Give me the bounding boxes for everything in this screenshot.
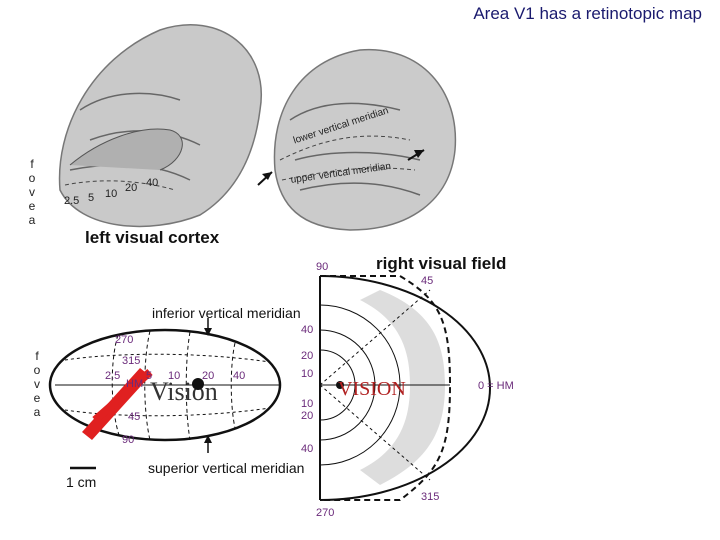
visual-field-diagram: VISION	[319, 275, 491, 501]
field-ecc-lower-40: 40	[301, 443, 314, 455]
field-ecc-upper-20: 20	[301, 350, 314, 362]
cortex-angle-315: 315	[122, 355, 141, 367]
cortex-angle-90: 90	[122, 434, 135, 446]
cortex-angle-hm: HM	[126, 378, 144, 390]
inferior-meridian-label: inferior vertical meridian	[152, 305, 301, 321]
cortex-ecc-40: 40	[233, 370, 246, 382]
brain-ecc-10: 10	[105, 188, 118, 200]
superior-meridian-label: superior vertical meridian	[148, 460, 305, 476]
scale-bar-label: 1 cm	[66, 474, 97, 490]
field-vision-word: VISION	[338, 378, 406, 400]
cortex-ecc-5: 5	[146, 370, 153, 382]
brain-ecc-5: 5	[88, 192, 95, 204]
field-angle-45: 45	[421, 275, 434, 287]
cortex-vision-word: Vision	[150, 377, 218, 406]
field-angle-315: 315	[421, 491, 440, 503]
slide-title: Area V1 has a retinotopic map	[473, 4, 702, 23]
field-ecc-lower-20: 20	[301, 410, 314, 422]
cortex-angle-45: 45	[128, 411, 141, 423]
field-angle-90: 90	[316, 261, 329, 273]
cortex-ecc-10: 10	[168, 370, 181, 382]
cortex-angle-270: 270	[115, 334, 134, 346]
field-ecc-upper-40: 40	[301, 324, 314, 336]
brain-ecc-2-5: 2.5	[64, 195, 80, 207]
brain-photo-right	[257, 48, 457, 231]
field-ecc-upper-10: 10	[301, 368, 314, 380]
brain-photo-left	[58, 24, 262, 228]
cortex-ecc-2-5: 2.5	[105, 370, 121, 382]
left-cortex-label: left visual cortex	[85, 228, 220, 247]
brain-ecc-20: 20	[125, 182, 138, 194]
cortex-ecc-20: 20	[202, 370, 215, 382]
cortex-map: Vision	[48, 318, 282, 453]
brain-ecc-40: 40	[146, 177, 159, 189]
field-angle-hm: 0 = HM	[478, 380, 514, 392]
right-field-label: right visual field	[376, 254, 507, 273]
field-ecc-lower-10: 10	[301, 398, 314, 410]
field-angle-270: 270	[316, 507, 335, 519]
